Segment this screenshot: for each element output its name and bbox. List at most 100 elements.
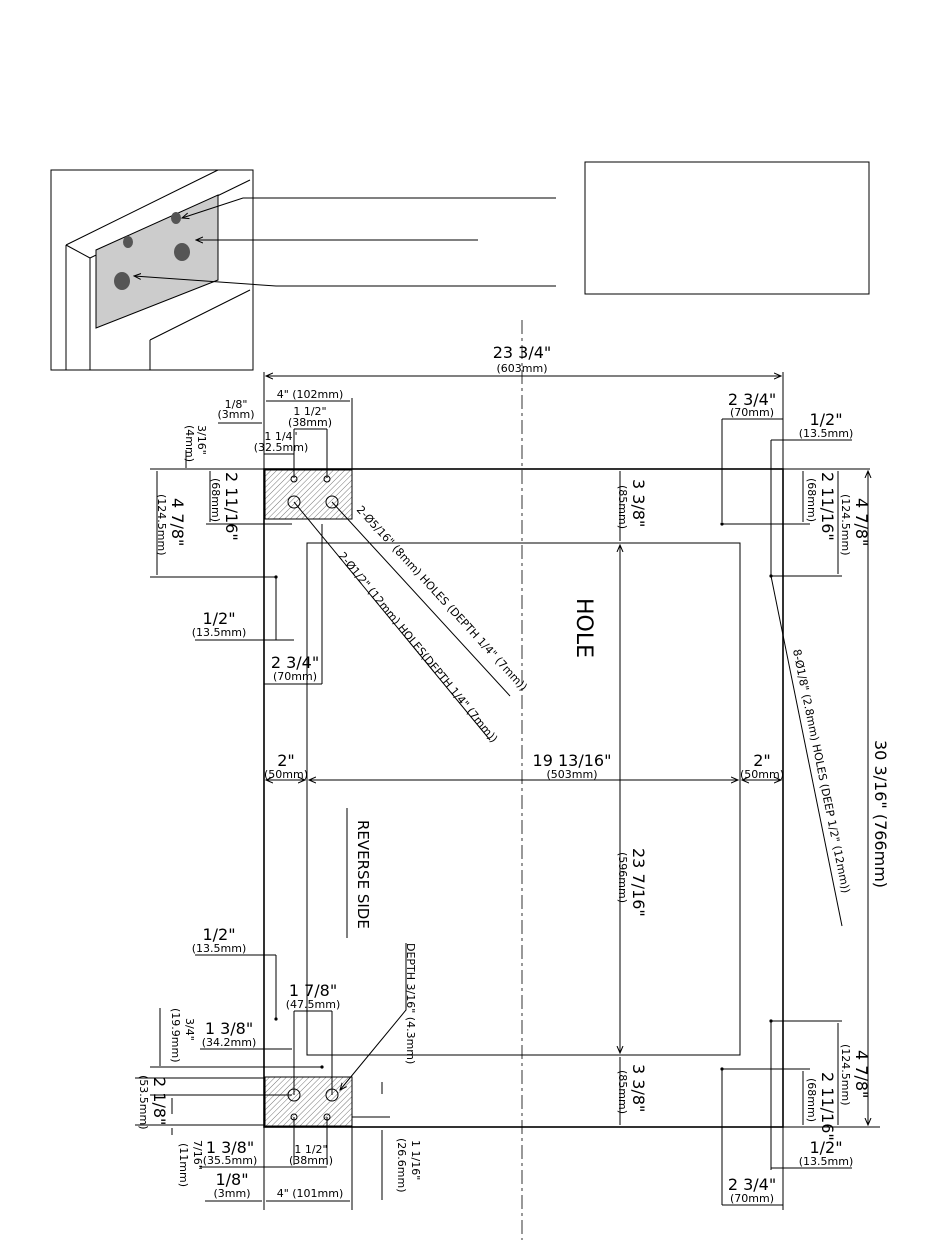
dim-label: 7/16" bbox=[191, 1140, 204, 1170]
dim-label: 2 11/16" bbox=[222, 472, 241, 541]
dim-label: 1/2" bbox=[202, 925, 235, 944]
dim-label: (50mm) bbox=[740, 768, 784, 781]
dim-label: 4" (102mm) bbox=[277, 388, 344, 401]
dim-label: (34.2mm) bbox=[202, 1036, 257, 1049]
dim-label: (50mm) bbox=[264, 768, 308, 781]
dim-label: 2 11/16" bbox=[818, 1072, 837, 1141]
dim-label: (11mm) bbox=[177, 1143, 190, 1187]
left-middle-dimensions: 1/2" (13.5mm) 2 3/4" (70mm) bbox=[192, 524, 323, 685]
depth-note: DEPTH 3/16" (4.3mm) bbox=[404, 943, 417, 1064]
dim-label: 3 3/8" bbox=[629, 1064, 648, 1112]
dim-label: (3mm) bbox=[217, 408, 254, 421]
dim-label: 1 7/8" bbox=[289, 981, 337, 1000]
total-height: 30 3/16" (766mm) bbox=[871, 740, 890, 888]
leader-arrow bbox=[134, 276, 556, 287]
cutout-hole bbox=[306, 542, 741, 1056]
dim-label: 1/2" bbox=[202, 609, 235, 628]
detail-edge bbox=[65, 244, 91, 259]
dim-label: (47.5mm) bbox=[286, 998, 341, 1011]
top-left-dimensions: 4" (102mm) 1/8" (3mm) 1 1/2" (38mm) 1 1/… bbox=[150, 388, 353, 578]
dim-label: (38mm) bbox=[289, 1154, 333, 1167]
legend-box bbox=[584, 161, 870, 295]
dim-label: (85mm) bbox=[616, 1070, 629, 1114]
width-imperial: 23 3/4" bbox=[493, 343, 552, 362]
perspective-detail bbox=[50, 161, 870, 371]
dim-label: 1 1/4" bbox=[264, 430, 297, 443]
dim-label: 1/8" bbox=[225, 398, 248, 411]
detail-hole bbox=[171, 212, 181, 224]
dim-label: (3mm) bbox=[213, 1187, 250, 1200]
dim-label: 2 3/4" bbox=[271, 653, 319, 672]
dim-label: 1 1/2" bbox=[293, 405, 326, 418]
detail-hole bbox=[123, 236, 133, 248]
dim-label: 2 1/8" bbox=[150, 1077, 169, 1125]
detail-hole bbox=[114, 272, 130, 290]
leader-arrow bbox=[182, 197, 556, 218]
dim-label: 1 1/2" bbox=[294, 1143, 327, 1156]
dim-label: (32.5mm) bbox=[254, 441, 309, 454]
dim-label: (38mm) bbox=[288, 416, 332, 429]
dim-label: (35.5mm) bbox=[203, 1154, 258, 1167]
leader-line bbox=[331, 501, 511, 697]
dim-label: (70mm) bbox=[730, 406, 774, 419]
leader-line bbox=[293, 501, 491, 741]
dim-label: 2 3/4" bbox=[728, 1175, 776, 1194]
dim-label: 1 1/16" bbox=[409, 1140, 422, 1180]
dim-label: (53.5mm) bbox=[137, 1075, 150, 1130]
dim-label: (13.5mm) bbox=[799, 1155, 854, 1168]
bottom-right-dimensions: 4 7/8" (124.5mm) 2 11/16" (68mm) 1/2" (1… bbox=[721, 1020, 871, 1210]
dim-label: 4 7/8" bbox=[852, 1050, 871, 1098]
dim-label: (19.9mm) bbox=[169, 1008, 182, 1063]
large-hole bbox=[287, 495, 301, 509]
dim-label: 1/8" bbox=[215, 1170, 248, 1189]
dim-label: 2 3/4" bbox=[728, 390, 776, 409]
dim-label: (124.5mm) bbox=[839, 1044, 852, 1106]
dim-label: 1/2" bbox=[809, 1138, 842, 1157]
dim-label: 3 3/8" bbox=[629, 479, 648, 527]
dim-label: 23 7/16" bbox=[629, 848, 648, 917]
dim-label: (70mm) bbox=[273, 670, 317, 683]
top-mount-plate bbox=[264, 469, 353, 520]
dim-label: (68mm) bbox=[805, 1078, 818, 1122]
dim-label: 3/16" bbox=[195, 425, 208, 455]
dim-label: (13.5mm) bbox=[192, 942, 247, 955]
dim-label: (13.5mm) bbox=[799, 427, 854, 440]
dim-label: (596mm) bbox=[616, 852, 629, 903]
leader-line bbox=[340, 943, 407, 1090]
dim-label: (4mm) bbox=[183, 425, 196, 462]
dim-label: 19 13/16" bbox=[533, 751, 612, 770]
dim-label: (85mm) bbox=[616, 485, 629, 529]
panel-outline bbox=[263, 468, 784, 1128]
dim-label: 2" bbox=[277, 751, 295, 770]
detail-edge bbox=[149, 289, 251, 341]
dim-label: 1/2" bbox=[809, 410, 842, 429]
large-hole bbox=[325, 495, 339, 509]
dim-label: (124.5mm) bbox=[839, 494, 852, 556]
dim-label: (26.6mm) bbox=[395, 1138, 408, 1193]
bottom-mount-plate bbox=[264, 1076, 353, 1127]
dim-label: (68mm) bbox=[209, 478, 222, 522]
hole-note-1-8: 8-Ø1/8" (2.8mm) HOLES (DEEP 1/2" (12mm)) bbox=[790, 648, 852, 894]
dim-label: (70mm) bbox=[730, 1192, 774, 1205]
dim-label: 2" bbox=[753, 751, 771, 770]
leader-line bbox=[770, 575, 843, 927]
width-metric: (603mm) bbox=[496, 362, 547, 375]
dim-label: (124.5mm) bbox=[155, 494, 168, 556]
dim-label: (68mm) bbox=[805, 478, 818, 522]
hole-label: HOLE bbox=[571, 598, 596, 658]
dim-label: (503mm) bbox=[546, 768, 597, 781]
dim-label: 4 7/8" bbox=[168, 498, 187, 546]
reverse-side-label: REVERSE SIDE bbox=[354, 820, 372, 929]
top-right-dimensions: 2 3/4" (70mm) 1/2" (13.5mm) 2 11/16" (68… bbox=[721, 390, 871, 577]
detail-plate bbox=[95, 194, 219, 329]
dim-label: 2 11/16" bbox=[818, 472, 837, 541]
dim-label: 3/4" bbox=[183, 1018, 196, 1041]
detail-hole bbox=[174, 243, 190, 261]
detail-frame bbox=[50, 169, 254, 371]
detail-edge bbox=[65, 169, 219, 246]
dim-label: 1 3/8" bbox=[205, 1019, 253, 1038]
dim-label: (13.5mm) bbox=[192, 626, 247, 639]
bottom-left-dimensions: 1/2" (13.5mm) 1 7/8" (47.5mm) 1 3/8" (34… bbox=[135, 925, 422, 1210]
dim-label: 4" (101mm) bbox=[277, 1187, 344, 1200]
